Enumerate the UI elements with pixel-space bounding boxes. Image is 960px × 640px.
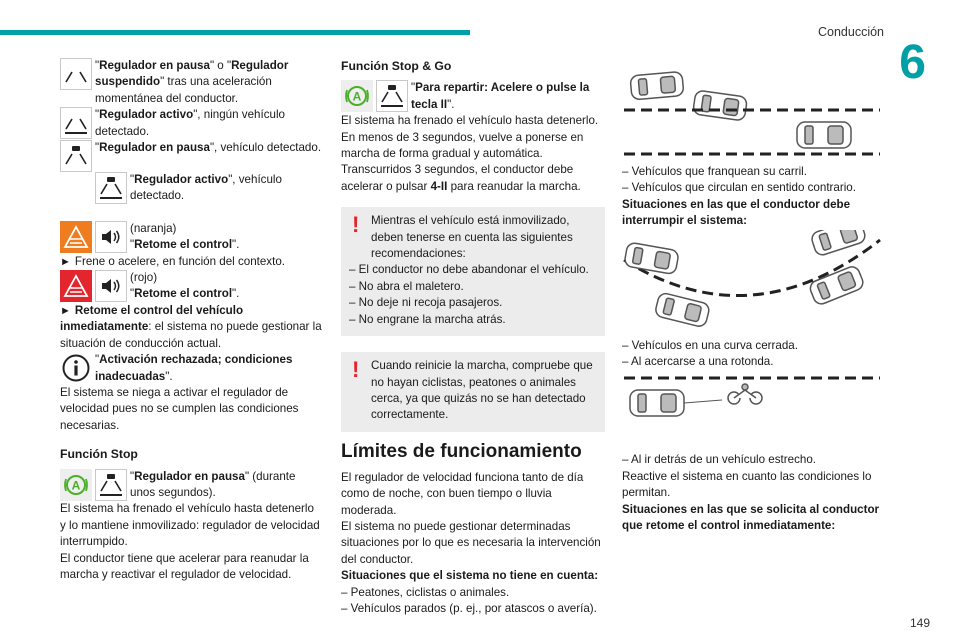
column-left: "Regulador en pausa" o "Regulador suspen… bbox=[60, 58, 322, 583]
orange-action: ►Frene o acelere, en función del context… bbox=[60, 254, 285, 268]
list-item: – Al ir detrás de un vehículo estrecho. bbox=[622, 453, 816, 467]
limits-subheading: Situaciones que el sistema no tiene en c… bbox=[341, 569, 599, 583]
illustration-narrow-vehicle bbox=[624, 376, 880, 418]
header-accent-bar bbox=[0, 30, 470, 35]
item-red-alert: (rojo) "Retome el control". bbox=[60, 270, 322, 303]
item-stop: A "Regulador en pausa" (durante unos seg… bbox=[60, 468, 322, 502]
limits-paragraph-2: El sistema no puede gestionar determinad… bbox=[341, 519, 601, 566]
alert-triangle-icon bbox=[60, 220, 92, 253]
regulator-vehicle-icon bbox=[60, 140, 92, 173]
alert-triangle-icon bbox=[60, 270, 92, 303]
subheading-take-control: Situaciones en las que se solicita al co… bbox=[622, 502, 880, 533]
item-orange-alert: (naranja) "Retome el control". bbox=[60, 220, 322, 254]
list-item: – Al acercarse a una rotonda. bbox=[622, 355, 774, 369]
resume-paragraph: Reactive el sistema en cuanto las condic… bbox=[622, 469, 872, 500]
item-regulator-active-vehicle: "Regulador activo", vehículo detectado. bbox=[60, 172, 322, 205]
regulator-vehicle-icon bbox=[95, 172, 127, 205]
list-item: – No deje ni recoja pasajeros. bbox=[349, 296, 503, 310]
warning-box-stationary: ! Mientras el vehículo está inmovilizado… bbox=[341, 207, 605, 337]
stopgo-paragraph-3: Transcurridos 3 segundos, el conductor d… bbox=[341, 163, 581, 193]
regulator-active-icon bbox=[376, 80, 408, 113]
list-item: – Vehículos parados (p. ej., por atascos… bbox=[341, 601, 597, 615]
speaker-icon bbox=[95, 270, 127, 303]
red-action: ►Retome el control del vehículo inmediat… bbox=[60, 303, 322, 350]
item-regulator-paused: "Regulador en pausa" o "Regulador suspen… bbox=[60, 58, 322, 107]
section-title: Conducción bbox=[817, 25, 884, 39]
illustration-cut-in bbox=[624, 71, 880, 156]
stop-heading: Función Stop bbox=[60, 447, 138, 462]
svg-text:A: A bbox=[353, 90, 362, 104]
stop-paragraph-2: El conductor tiene que acelerar para rea… bbox=[60, 551, 309, 581]
auto-hold-icon: A bbox=[60, 468, 92, 501]
info-icon bbox=[60, 352, 92, 385]
subheading-interrupt: Situaciones en las que el conductor debe… bbox=[622, 197, 851, 228]
column-right: – Vehículos que franquean su carril. – V… bbox=[622, 58, 884, 534]
list-item: – No abra el maletero. bbox=[349, 279, 464, 293]
limits-paragraph-1: El regulador de velocidad funciona tanto… bbox=[341, 470, 584, 517]
speaker-icon bbox=[95, 220, 127, 253]
svg-text:A: A bbox=[72, 478, 81, 492]
item-regulator-paused-vehicle: "Regulador en pausa", vehículo detectado… bbox=[60, 140, 322, 173]
warning-icon: ! bbox=[352, 212, 360, 238]
limits-heading: Límites de funcionamiento bbox=[341, 440, 582, 462]
info-text: El sistema se niega a activar el regulad… bbox=[60, 385, 299, 432]
list-item: – Vehículos que circulan en sentido cont… bbox=[622, 181, 856, 195]
column-middle: Función Stop & Go A "Para repartir: Acel… bbox=[341, 58, 605, 617]
regulator-pause-icon bbox=[60, 58, 92, 90]
item-activation-refused: "Activación rechazada; condiciones inade… bbox=[60, 352, 322, 385]
item-stopgo: A "Para repartir: Acelere o pulse la tec… bbox=[341, 80, 605, 113]
chapter-number: 6 bbox=[899, 36, 926, 89]
warning-box-restart: ! Cuando reinicie la marcha, compruebe q… bbox=[341, 352, 605, 432]
list-item: – Peatones, ciclistas o animales. bbox=[341, 585, 510, 599]
stopgo-paragraph-2: En menos de 3 segundos, vuelve a ponerse… bbox=[341, 130, 584, 161]
item-text: "Regulador en pausa" o "Regulador suspen… bbox=[95, 59, 289, 105]
stopgo-heading: Función Stop & Go bbox=[341, 59, 452, 73]
list-item: – El conductor no debe abandonar el vehí… bbox=[349, 263, 589, 277]
list-item: – Vehículos en una curva cerrada. bbox=[622, 338, 798, 352]
item-regulator-active: "Regulador activo", ningún vehículo dete… bbox=[60, 107, 322, 140]
stopgo-paragraph-1: El sistema ha frenado el vehículo hasta … bbox=[341, 114, 599, 128]
page-number: 149 bbox=[909, 616, 930, 630]
list-item: – No engrane la marcha atrás. bbox=[349, 312, 506, 326]
list-item: – Vehículos que franquean su carril. bbox=[622, 165, 807, 178]
stop-paragraph-1: El sistema ha frenado el vehículo hasta … bbox=[60, 502, 320, 549]
illustration-curve bbox=[623, 229, 881, 327]
warning-icon: ! bbox=[352, 357, 360, 383]
auto-hold-icon: A bbox=[341, 80, 373, 113]
regulator-active-icon bbox=[60, 107, 92, 140]
regulator-active-icon bbox=[95, 468, 127, 501]
